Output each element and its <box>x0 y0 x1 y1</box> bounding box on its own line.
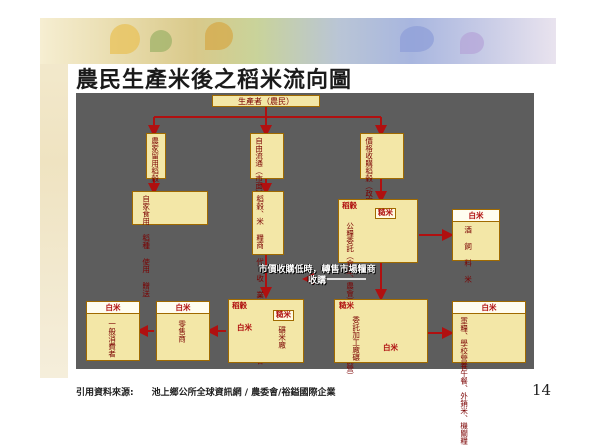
govt-purchase-box: 價格收購稻穀（政府派員）公糧 <box>360 133 404 242</box>
coop-label: 公糧委託（倉庫、農會）經營者（糧商、民營） <box>345 222 355 380</box>
leaf-decoration-5 <box>460 32 484 54</box>
govt-purchase-label: 價格收購稻穀（政府派員）公糧 <box>364 137 374 242</box>
consumer-tag: 白米 <box>87 302 139 314</box>
export-box: 白米 軍糧、學校營養午餐、外銷米、機關糧 <box>452 301 526 445</box>
decorative-banner <box>40 18 556 64</box>
leaf-decoration-1 <box>110 24 140 54</box>
govt-coop-box: 稻穀 糙米 公糧委託（倉庫、農會）經營者（糧商、民營） <box>338 199 418 380</box>
processing-box: 糙米 白米 委託加工廠碾 <box>334 299 428 363</box>
footer-source: 引用資料來源: 池上鄉公所全球資訊網 / 農委會/裕鎰國際企業 <box>76 388 336 398</box>
processing-tag-brown: 糙米 <box>339 301 354 310</box>
free-market-label: 自由流通（市面）民糧 <box>254 137 264 212</box>
keep-for-farm-label: 農家留用稻穀 <box>150 137 160 182</box>
processing-label: 委託加工廠碾 <box>351 316 361 361</box>
mill-merchant-label: 稻穀、米 糧商 代 收 業 者 、 農 會 <box>255 195 265 365</box>
retail-tag: 白米 <box>157 302 209 314</box>
feed-tag: 白米 <box>453 210 499 222</box>
rice-mill-tag-white: 白米 <box>237 323 252 332</box>
page-number: 14 <box>532 381 552 399</box>
consumer-box: 白米 一般消費者 <box>86 301 140 361</box>
flow-arrows <box>136 107 454 339</box>
feed-rice-box: 白米 酒 飼 料 米 <box>452 209 500 283</box>
slide-title: 農民生產米後之稻米流向圖 <box>76 68 353 93</box>
rice-mill-tag-brown: 糙米 <box>273 310 294 321</box>
keep-for-farm-box: 農家留用稻穀 <box>146 133 166 182</box>
rice-mill-box: 稻穀 糙米 白米 碾米廠 <box>228 299 304 363</box>
slide: 農民生產米後之稻米流向圖 <box>40 18 556 445</box>
retail-box: 白米 零售商 <box>156 301 210 361</box>
rice-mill-label: 碾米廠 <box>277 326 287 349</box>
processing-tag-white: 白米 <box>383 343 398 352</box>
producer-box: 生產者（農民） <box>212 95 320 107</box>
leaf-decoration-2 <box>150 30 172 52</box>
leaf-decoration-4 <box>400 26 434 52</box>
decorative-left-strip <box>40 18 68 378</box>
market-resale-note: 市價收購低時，轉售市場糧商收購 <box>258 265 376 286</box>
leaf-decoration-3 <box>205 22 233 50</box>
coop-tag-paddy: 稻穀 <box>342 201 357 210</box>
coop-tag-brown: 糙米 <box>375 208 396 219</box>
export-label: 軍糧、學校營養午餐、外銷米、機關糧 <box>459 317 469 445</box>
rice-mill-tag-paddy: 稻穀 <box>232 301 247 310</box>
retail-label: 零售商 <box>177 320 187 343</box>
self-use-box: 自家食用 稻種 使用 贈送 <box>132 191 208 306</box>
rice-flow-diagram: 生產者（農民） 農家留用稻穀 自由流通（市面）民糧 價格收購稻穀（政府派員）公糧… <box>76 93 534 445</box>
export-tag: 白米 <box>453 302 525 314</box>
self-use-label: 自家食用 稻種 使用 贈送 <box>141 195 151 306</box>
mill-merchant-box: 稻穀、米 糧商 代 收 業 者 、 農 會 <box>252 191 284 365</box>
feed-label: 酒 飼 料 米 <box>463 226 473 283</box>
consumer-label: 一般消費者 <box>107 320 117 358</box>
free-market-box: 自由流通（市面）民糧 <box>250 133 284 212</box>
